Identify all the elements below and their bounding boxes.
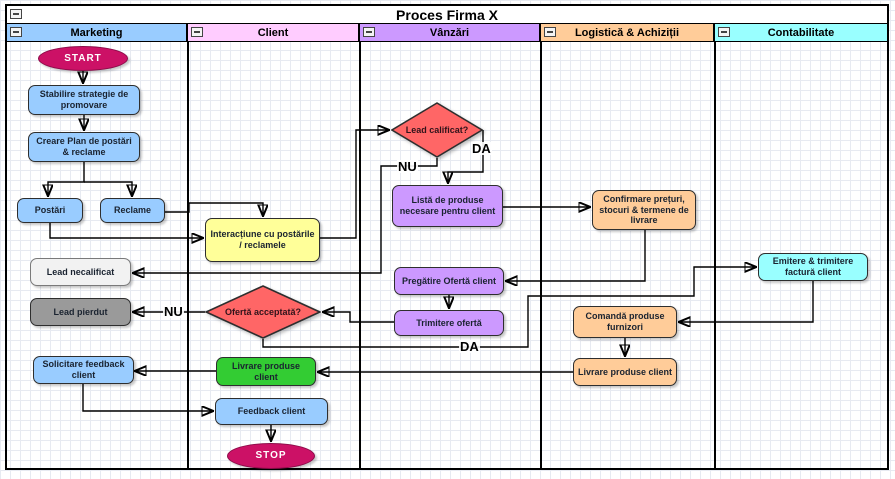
edge-label-da: DA	[459, 339, 480, 354]
edge-label-nu: NU	[163, 304, 184, 319]
node-lead-necalificat[interactable]: Lead necalificat	[30, 258, 131, 286]
pool-title-bar[interactable]: Proces Firma X	[7, 6, 887, 24]
lane-label: Vânzări	[429, 26, 470, 39]
edge-label-nu: NU	[397, 159, 418, 174]
node-livrare-produse-client-orange[interactable]: Livrare produse client	[573, 358, 677, 386]
collapse-lane-client-icon[interactable]	[191, 27, 203, 37]
lane-header-logistica[interactable]: Logistică & Achiziții	[541, 24, 715, 42]
node-stabilire-strategie[interactable]: Stabilire strategie de promovare	[28, 85, 140, 115]
node-start[interactable]: START	[38, 46, 128, 71]
node-creare-plan[interactable]: Creare Plan de postări & reclame	[28, 132, 140, 162]
node-reclame[interactable]: Reclame	[100, 198, 165, 223]
node-emitere-factura[interactable]: Emitere & trimitere factură client	[758, 253, 868, 281]
lane-header-client[interactable]: Client	[188, 24, 360, 42]
node-stop[interactable]: STOP	[227, 443, 315, 469]
node-trimitere-oferta[interactable]: Trimitere ofertă	[394, 310, 504, 336]
diamond-label: Lead calificat?	[405, 124, 469, 135]
lane-label: Logistică & Achiziții	[574, 26, 680, 39]
lane-header-marketing[interactable]: Marketing	[7, 24, 188, 42]
node-confirmare-preturi[interactable]: Confirmare prețuri, stocuri & termene de…	[592, 190, 696, 230]
lane-divider	[187, 42, 189, 470]
node-livrare-produse-client-green[interactable]: Livrare produse client	[216, 357, 316, 386]
lane-header-vanzari[interactable]: Vânzări	[360, 24, 541, 42]
lane-label: Marketing	[70, 26, 123, 39]
lane-divider	[359, 42, 361, 470]
node-postari[interactable]: Postări	[17, 198, 83, 223]
diagram-title: Proces Firma X	[396, 7, 498, 23]
node-interactiune[interactable]: Interacțiune cu postările / reclamele	[205, 218, 320, 262]
lane-header-row: Marketing Client Vânzări Logistică & Ach…	[7, 24, 887, 42]
node-lead-pierdut[interactable]: Lead pierdut	[30, 298, 131, 326]
collapse-pool-icon[interactable]	[10, 9, 22, 19]
lane-header-contabilitate[interactable]: Contabilitate	[715, 24, 887, 42]
lane-label: Contabilitate	[767, 26, 835, 39]
process-pool[interactable]: Proces Firma X Marketing Client Vânzări …	[5, 4, 889, 470]
node-lista-produse[interactable]: Listă de produse necesare pentru client	[392, 185, 503, 227]
lane-label: Client	[257, 26, 289, 39]
lane-divider	[540, 42, 542, 470]
node-pregatire-oferta[interactable]: Pregătire Ofertă client	[394, 267, 504, 295]
node-solicitare-feedback[interactable]: Solicitare feedback client	[33, 356, 134, 384]
node-feedback-client[interactable]: Feedback client	[215, 398, 328, 425]
diamond-label: Ofertă acceptată?	[224, 306, 302, 317]
node-oferta-acceptata[interactable]: Ofertă acceptată?	[205, 285, 321, 339]
node-lead-calificat[interactable]: Lead calificat?	[391, 102, 483, 158]
node-comanda-produse[interactable]: Comandă produse furnizori	[573, 306, 677, 338]
collapse-lane-marketing-icon[interactable]	[10, 27, 22, 37]
collapse-lane-logistica-icon[interactable]	[544, 27, 556, 37]
edge-label-da: DA	[471, 141, 492, 156]
collapse-lane-vanzari-icon[interactable]	[363, 27, 375, 37]
collapse-lane-contabilitate-icon[interactable]	[718, 27, 730, 37]
lane-divider	[714, 42, 716, 470]
